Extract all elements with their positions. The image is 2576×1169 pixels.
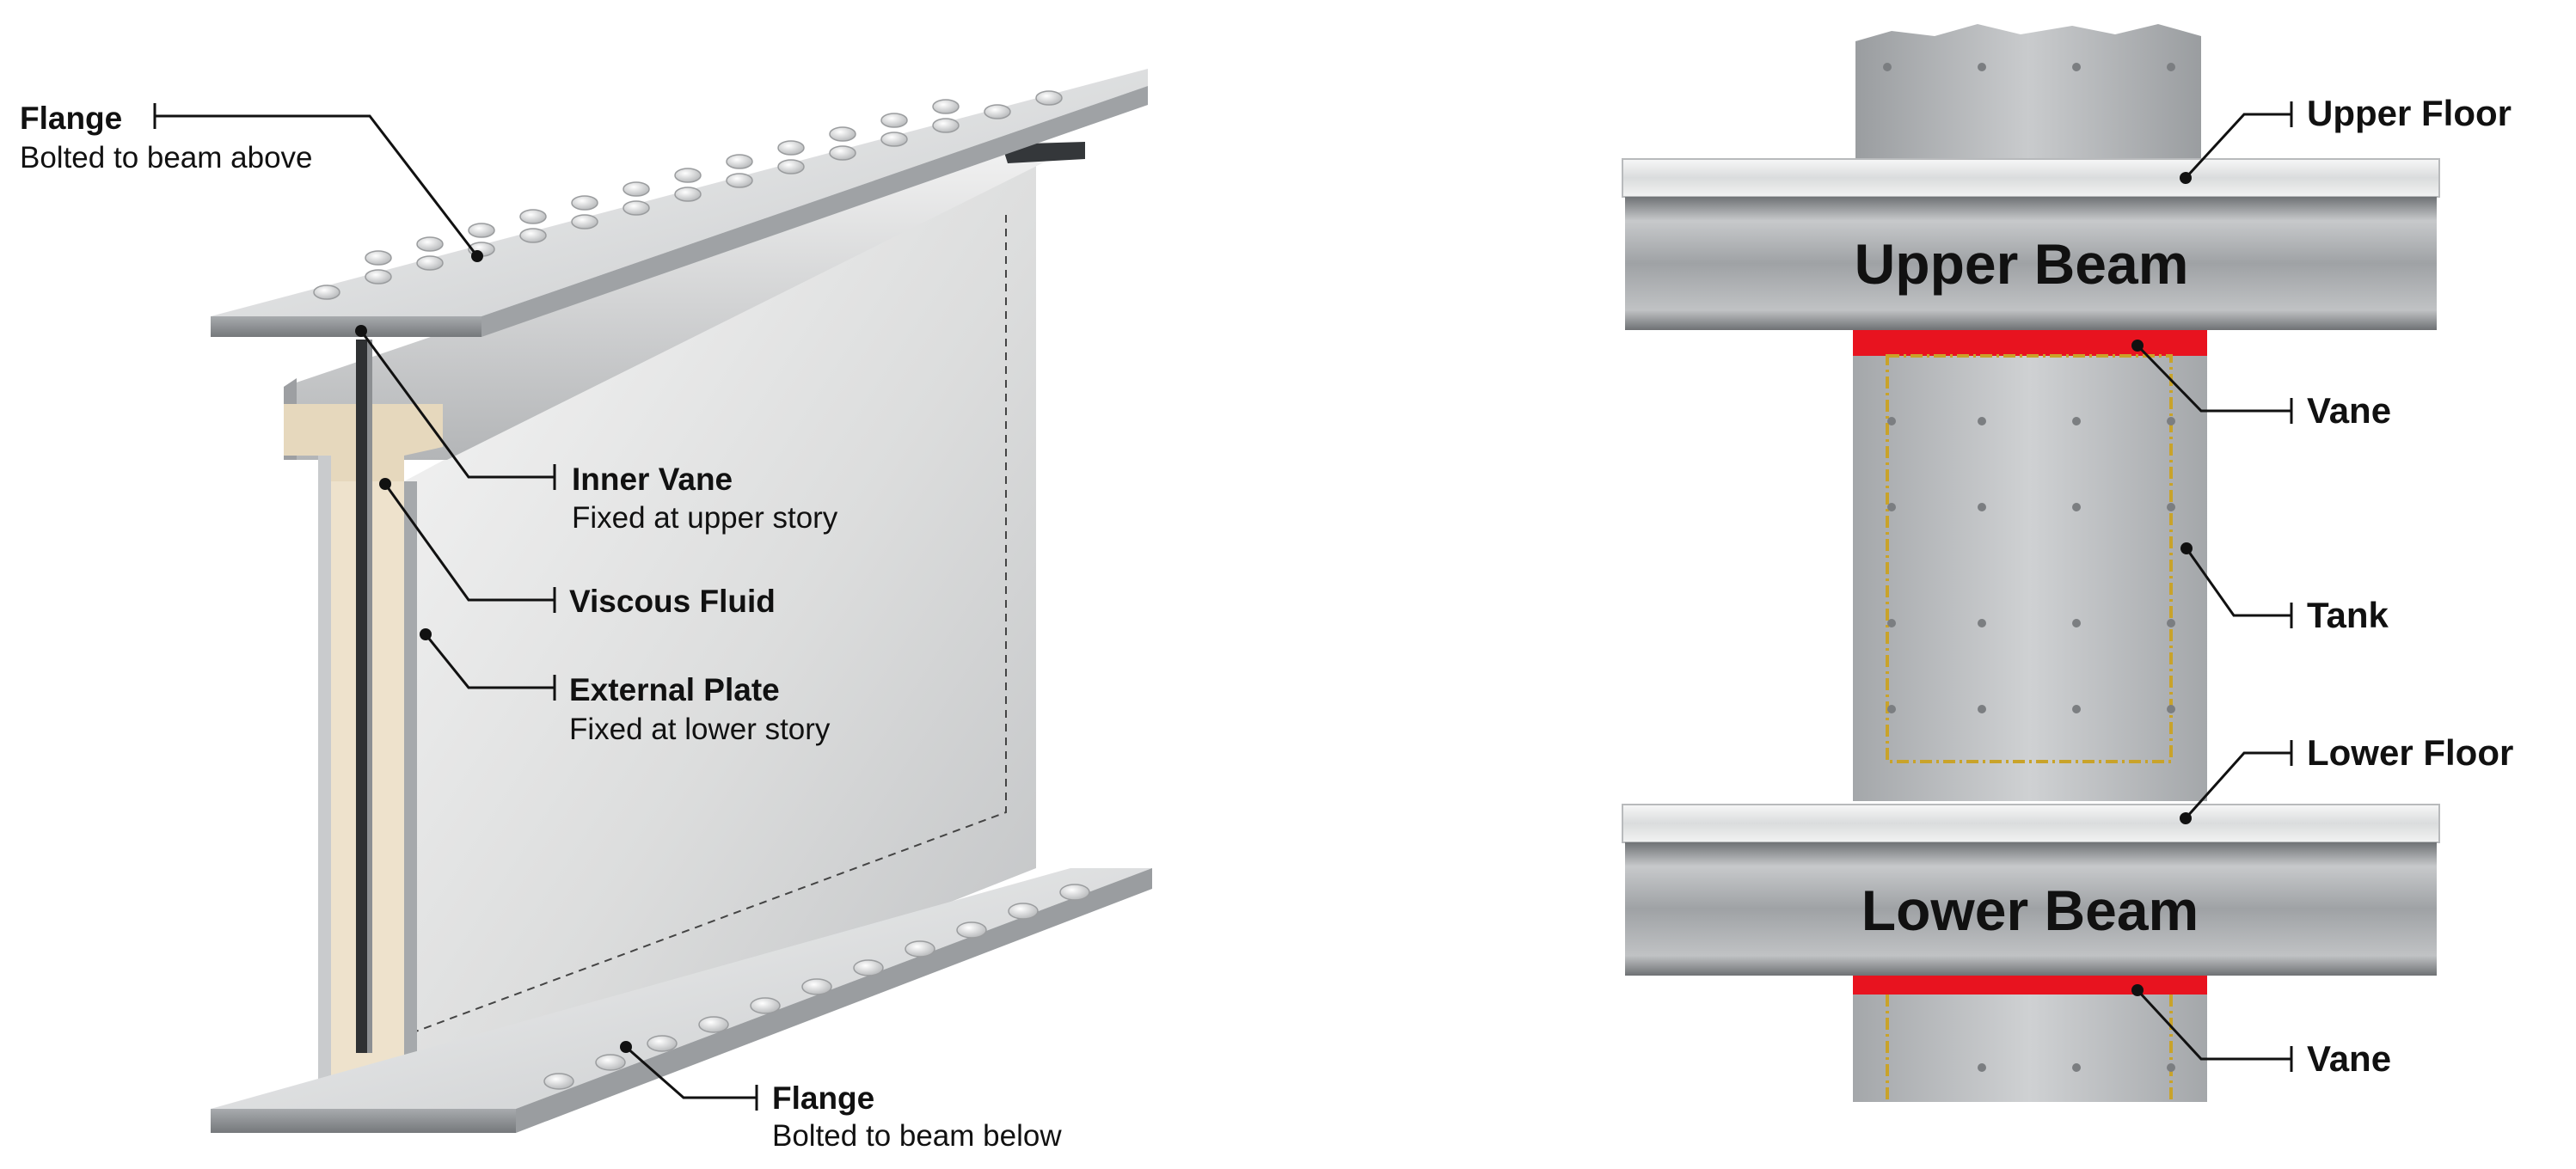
- label-subtitle: Fixed at upper story: [572, 501, 838, 535]
- label-subtitle: Bolted to beam below: [772, 1119, 1062, 1153]
- label-tank: Tank: [2307, 595, 2389, 635]
- left-damper-illustration: Flange Bolted to beam above Inner Vane F…: [20, 69, 1152, 1153]
- label-title: Viscous Fluid: [569, 584, 776, 619]
- label-vane-upper: Vane: [2307, 390, 2391, 431]
- label-vane-lower: Vane: [2307, 1038, 2391, 1079]
- label-external-plate: External Plate Fixed at lower story: [569, 672, 831, 746]
- label-lower-floor: Lower Floor: [2307, 732, 2513, 773]
- lower-beam: [1625, 842, 2437, 976]
- lower-beam-label: Lower Beam: [1861, 878, 2199, 942]
- label-upper-floor: Upper Floor: [2307, 93, 2512, 133]
- bottom-flange: [211, 868, 1152, 1109]
- label-flange-bottom: Flange Bolted to beam below: [772, 1080, 1062, 1153]
- label-subtitle: Bolted to beam above: [20, 141, 313, 174]
- left-leader-lines: [153, 103, 758, 1111]
- tank-bolts: [1887, 417, 2175, 713]
- label-title: Flange: [20, 101, 122, 136]
- upper-channel: [284, 142, 1085, 460]
- right-section-illustration: Upper Beam Lower Beam: [1622, 24, 2513, 1102]
- external-plate: [404, 142, 1036, 1117]
- label-title: Flange: [772, 1080, 874, 1116]
- label-title: External Plate: [569, 672, 780, 707]
- tank-body: [1853, 356, 2207, 801]
- upper-vane-red: [1853, 330, 2207, 356]
- label-title: Inner Vane: [572, 462, 733, 497]
- inner-vane: [356, 340, 367, 1053]
- bottom-flange-bolts: [543, 884, 1090, 1090]
- label-subtitle: Fixed at lower story: [569, 713, 831, 746]
- upper-column: [1855, 24, 2201, 159]
- upper-floor-slab: [1622, 158, 2440, 198]
- label-inner-vane: Inner Vane Fixed at upper story: [572, 462, 838, 535]
- upper-beam-label: Upper Beam: [1855, 232, 2189, 296]
- label-flange-top: Flange Bolted to beam above: [20, 101, 313, 174]
- lower-column: [1853, 995, 2207, 1102]
- lower-vane-red: [1853, 976, 2207, 995]
- label-viscous-fluid: Viscous Fluid: [569, 584, 776, 619]
- lower-floor-slab: [1622, 804, 2440, 843]
- right-leader-lines: [2131, 101, 2293, 1072]
- upper-beam: [1625, 197, 2437, 330]
